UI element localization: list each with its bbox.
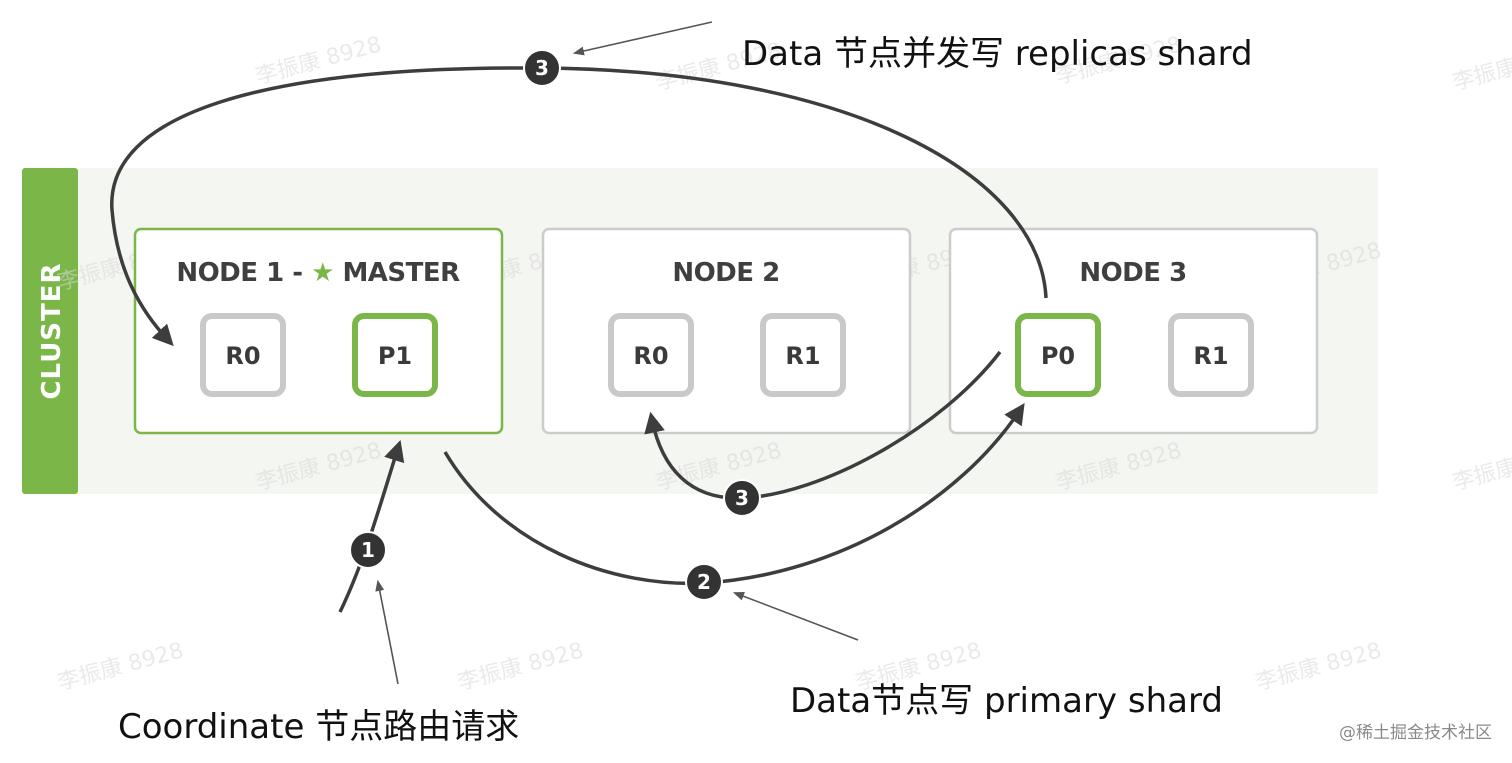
shard-r1: R1 [1168, 313, 1254, 397]
shard-label: R1 [785, 342, 820, 370]
shard-label: P1 [378, 342, 412, 370]
shard-r1: R1 [760, 313, 846, 397]
cluster-label: CLUSTER [37, 262, 67, 399]
shard-label: R0 [225, 342, 260, 370]
shard-label: R0 [633, 342, 668, 370]
watermark-text: 李振康 8928 [55, 638, 186, 696]
node-3: NODE 3 P0 R1 [948, 227, 1319, 435]
shard-label: P0 [1041, 342, 1075, 370]
shard-p1: P1 [352, 313, 438, 397]
shard-label: R1 [1193, 342, 1228, 370]
pointer-coordinate [375, 579, 399, 685]
star-icon: ★ [311, 258, 334, 288]
shard-r0: R0 [200, 313, 286, 397]
step-badge-3-lower: 3 [723, 479, 761, 517]
watermark-text: 李振康 8928 [1450, 38, 1512, 96]
node-3-title: NODE 3 [1079, 258, 1186, 288]
step-number: 3 [735, 486, 749, 510]
node-1-title: NODE 1 - ★ MASTER [176, 258, 460, 288]
node-1-master-label: MASTER [342, 258, 460, 288]
pointer-replica-write [572, 21, 713, 56]
annotation-primary-write: Data节点写 primary shard [790, 681, 1223, 721]
step-badge-1: 1 [349, 531, 387, 569]
step-number: 1 [361, 538, 375, 562]
arrow-step-3-to-node-1-r0 [110, 66, 1048, 347]
node-1: NODE 1 - ★ MASTER R0 P1 [133, 227, 504, 435]
annotation-coordinate: Coordinate 节点路由请求 [118, 707, 519, 747]
step-number: 2 [697, 570, 711, 594]
watermark-text: 李振康 8928 [455, 638, 586, 696]
step-badge-3-upper: 3 [523, 49, 561, 87]
step-number: 3 [535, 56, 549, 80]
shard-p0: P0 [1015, 313, 1101, 397]
node-2: NODE 2 R0 R1 [541, 227, 912, 435]
node-1-title-prefix: NODE 1 - [176, 258, 311, 288]
node-2-title: NODE 2 [672, 258, 779, 288]
pointer-primary-write [732, 592, 859, 641]
shard-r0: R0 [608, 313, 694, 397]
watermark-text: 李振康 8928 [1450, 438, 1512, 496]
annotation-replica-write: Data 节点并发写 replicas shard [742, 34, 1253, 74]
watermark-text: 李振康 8928 [1253, 638, 1384, 696]
arrow-step-3-to-node-2-r0 [644, 350, 1002, 500]
site-credit: @稀土掘金技术社区 [1339, 723, 1492, 743]
step-badge-2: 2 [685, 563, 723, 601]
cluster-tab [22, 168, 78, 494]
